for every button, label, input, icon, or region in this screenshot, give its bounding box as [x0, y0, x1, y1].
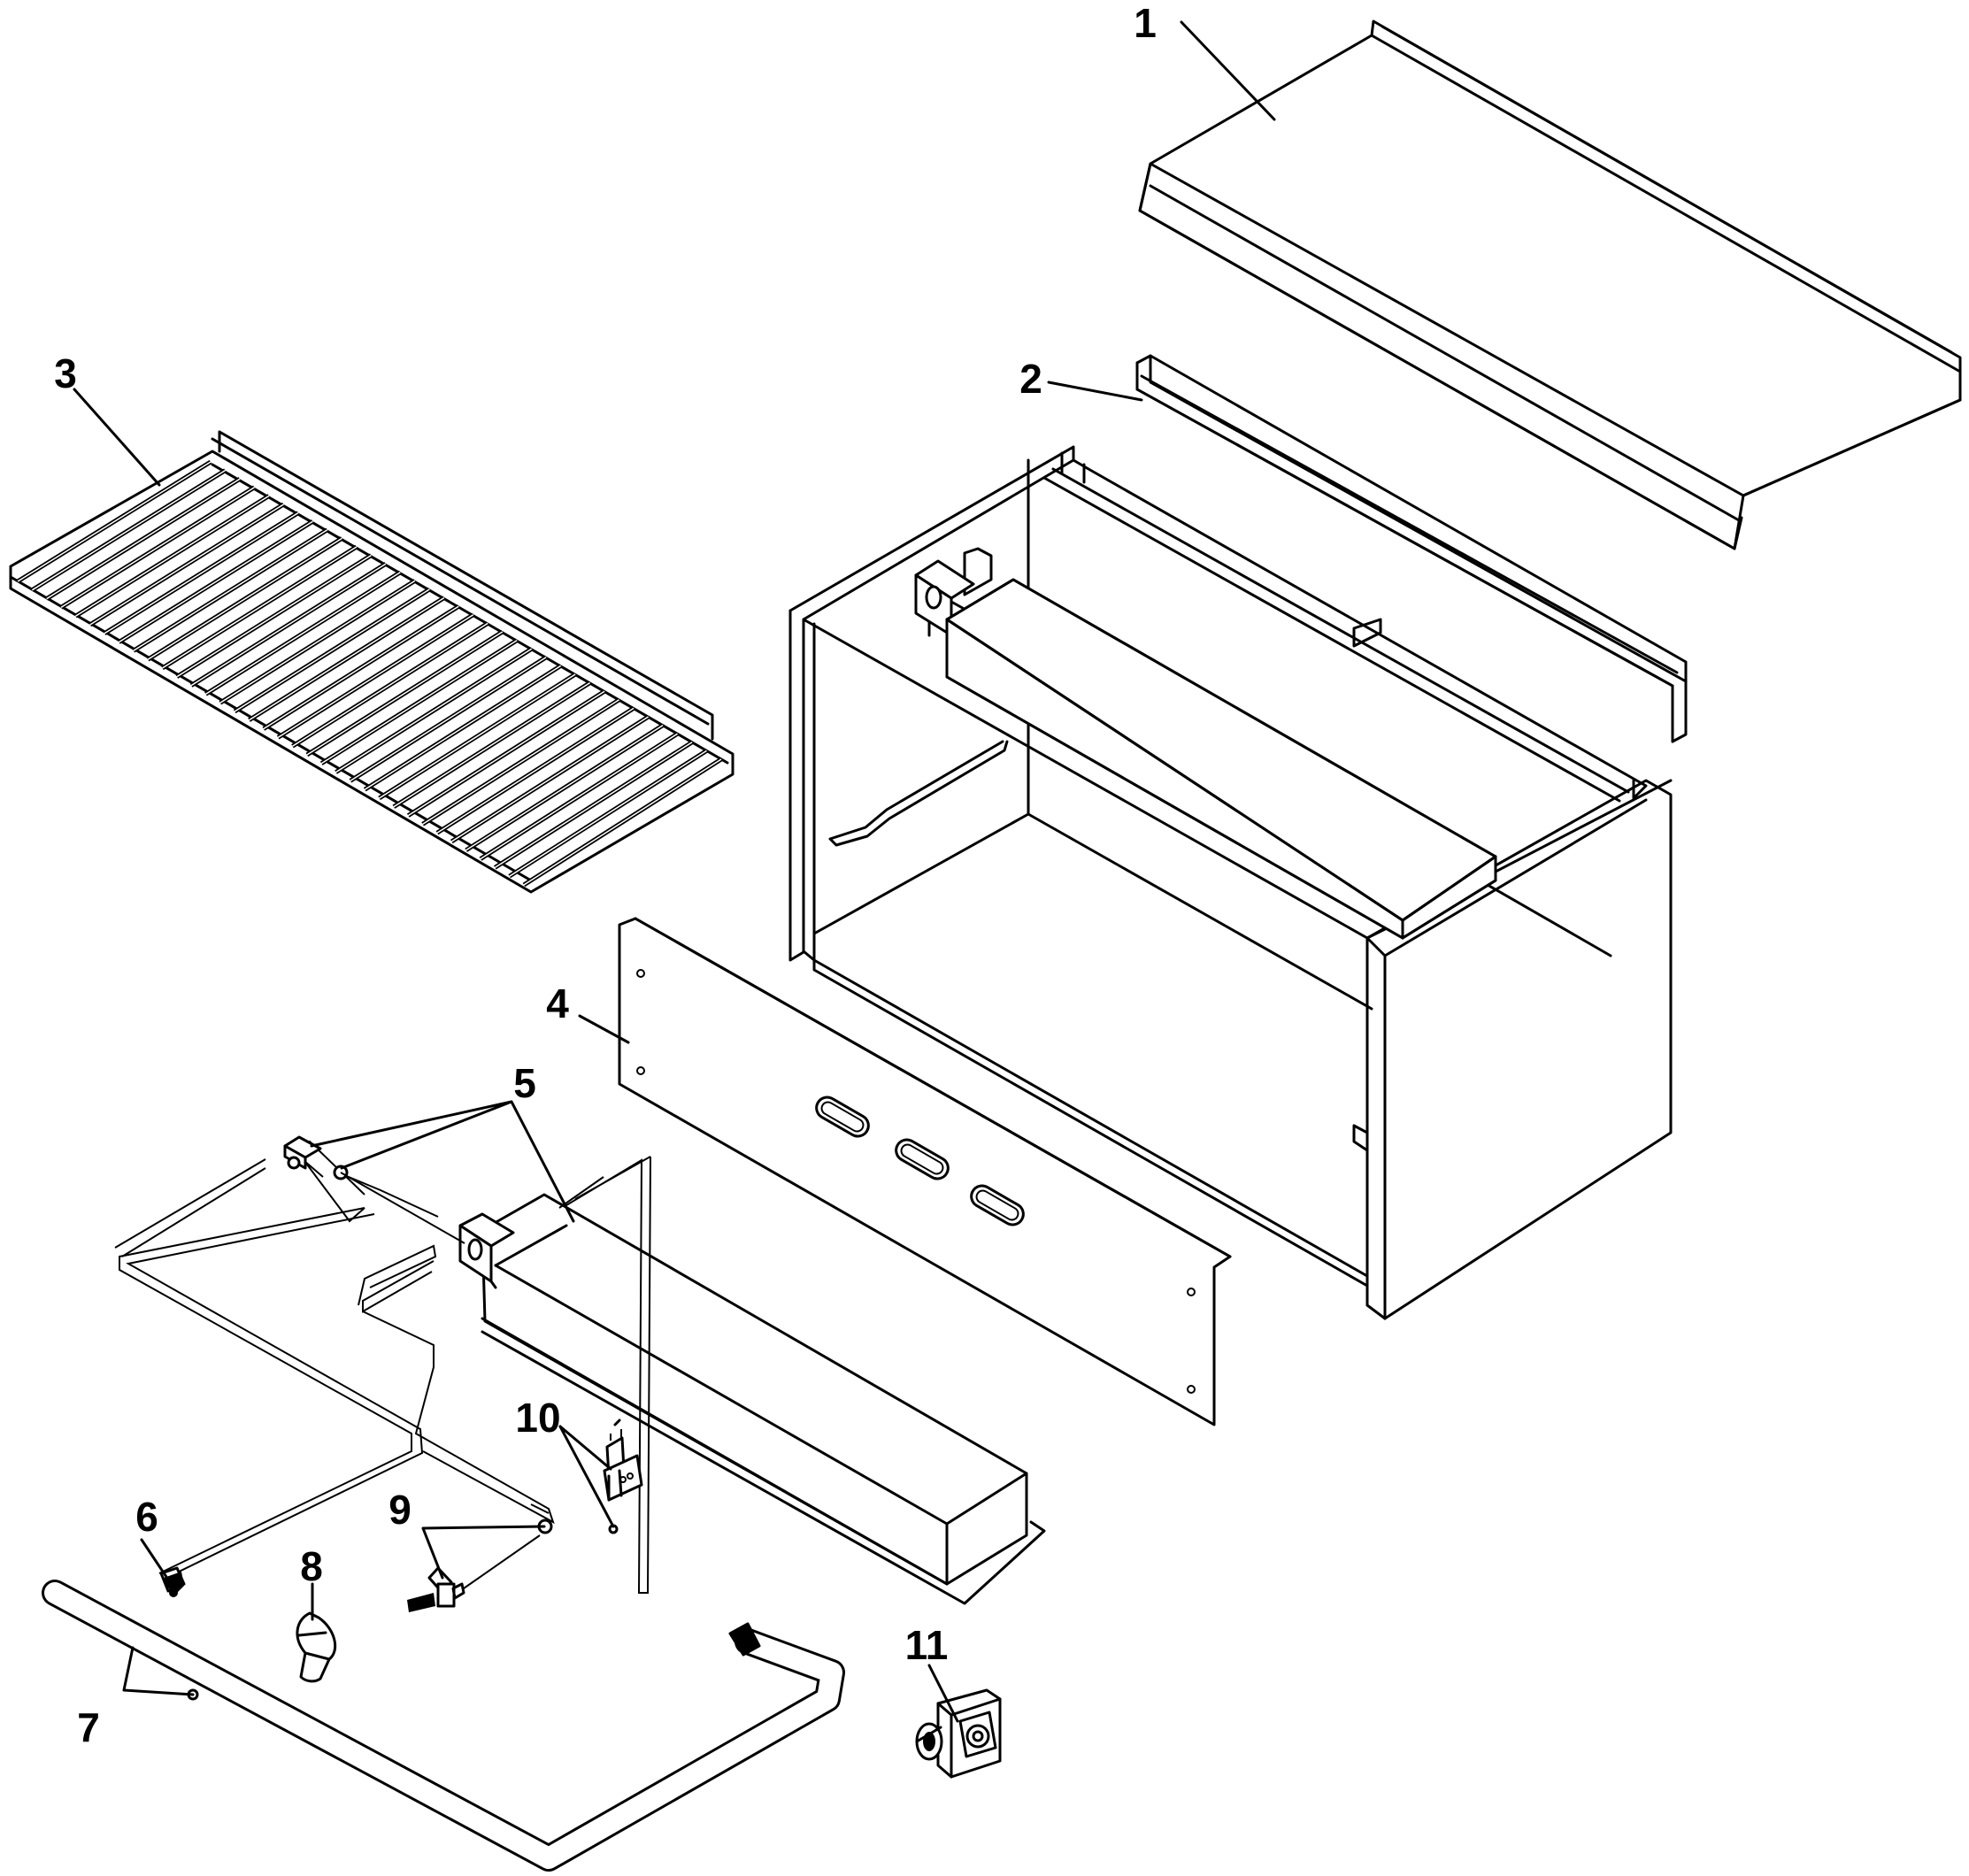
leader-lines	[73, 20, 1276, 1723]
rack-wire-highlight	[234, 588, 430, 712]
callout-5: 5	[513, 1060, 536, 1106]
rack-wire-highlight	[494, 742, 693, 869]
callout-7: 7	[77, 1704, 100, 1750]
rack-wire-highlight	[480, 733, 678, 860]
rack-wire-highlight	[190, 563, 387, 687]
rack-wire-highlight	[89, 504, 284, 626]
rack-wire-highlight	[320, 639, 518, 765]
rack-wire-highlight	[60, 487, 255, 609]
part-4-front-panel	[618, 917, 1232, 1426]
rack-wire-highlight	[219, 580, 416, 704]
rack-wire-highlight	[350, 657, 547, 782]
rack-wire-highlight	[509, 750, 707, 877]
rack-wire-highlight	[176, 554, 372, 678]
rack-wire-highlight	[277, 614, 474, 739]
part-8-control-knob	[296, 1611, 337, 1683]
rack-wire-highlight	[364, 665, 562, 790]
rack-wire-highlight	[436, 707, 635, 834]
callout-8: 8	[300, 1543, 323, 1589]
rack-wire-highlight	[205, 572, 401, 696]
rack-wire-highlight	[162, 546, 358, 669]
rack-wire-highlight	[263, 605, 459, 730]
part-1-top-shelf	[1138, 19, 1962, 550]
callout-11: 11	[905, 1622, 949, 1668]
callout-9: 9	[388, 1487, 411, 1533]
rack-wire-highlight	[393, 681, 591, 808]
part-3-wire-rack	[9, 430, 735, 894]
rack-wire-highlight	[17, 461, 212, 582]
rack-wire-highlight	[465, 724, 664, 851]
rack-wire-highlight	[306, 631, 504, 756]
rack-wire-highlight	[104, 511, 299, 634]
rack-wire-highlight	[133, 529, 328, 652]
callout-1: 1	[1134, 0, 1157, 46]
callout-6: 6	[135, 1494, 158, 1540]
callout-10: 10	[515, 1395, 560, 1441]
rack-wire-highlight	[292, 622, 488, 747]
callout-4: 4	[546, 980, 569, 1026]
rack-wire-highlight	[422, 699, 620, 826]
cabinet-housing	[788, 445, 1673, 1320]
rack-wire-highlight	[450, 716, 649, 842]
part-5-burner-assembly	[114, 1135, 1046, 1605]
rack-wire-highlight	[407, 690, 605, 817]
rack-wire-highlight	[46, 478, 241, 600]
rack-wire-highlight	[249, 596, 445, 721]
rack-wire-highlight	[31, 469, 226, 591]
part-10-electrode-bracket	[603, 1419, 643, 1534]
part-2-strip	[1135, 354, 1688, 743]
rack-wire-highlight	[523, 758, 722, 886]
rack-wire-highlight	[119, 520, 313, 643]
rack-wire-highlight	[74, 495, 270, 617]
callout-2: 2	[1019, 356, 1042, 402]
part-9-valve	[407, 1518, 553, 1612]
callout-labels: 1 2 3 4 5 6 7 8 9 10 11	[54, 0, 1157, 1750]
part-7-manifold-pipe	[42, 1580, 845, 1872]
rack-wire-highlight	[147, 537, 342, 660]
rack-wire-highlight	[379, 673, 576, 799]
part-6-fitting	[159, 1566, 186, 1597]
rack-wire-highlight	[335, 648, 533, 773]
part-11-gas-valve	[915, 1688, 1002, 1779]
callout-3: 3	[54, 350, 77, 396]
